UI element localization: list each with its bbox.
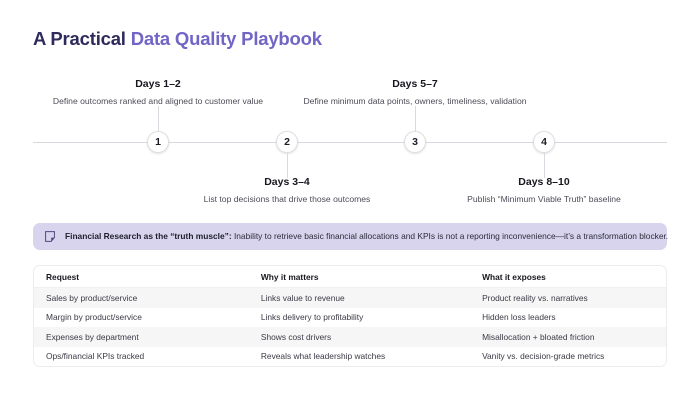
timeline-step-1-description: Define outcomes ranked and aligned to cu… bbox=[52, 96, 264, 106]
table-cell-request: Expenses by department bbox=[34, 327, 249, 347]
column-header-what-it-exposes: What it exposes bbox=[470, 266, 666, 288]
timeline-step-3-days: Days 5–7 bbox=[392, 78, 438, 90]
timeline-step-4-description: Publish “Minimum Viable Truth” baseline bbox=[467, 194, 621, 204]
timeline-step-2-marker[interactable]: 2 bbox=[276, 131, 298, 153]
table-row[interactable]: Expenses by department Shows cost driver… bbox=[34, 327, 666, 347]
timeline: Days 1–2 Define outcomes ranked and alig… bbox=[0, 78, 700, 204]
table-cell-why: Links delivery to profitability bbox=[248, 307, 471, 327]
callout-text: Financial Research as the “truth muscle”… bbox=[65, 232, 668, 240]
table-row[interactable]: Ops/financial KPIs tracked Reveals what … bbox=[34, 346, 666, 366]
page-title-strong: A Practical bbox=[33, 28, 126, 49]
table-cell-request: Sales by product/service bbox=[34, 287, 249, 308]
timeline-step-2-text: Days 3–4 List top decisions that drive t… bbox=[122, 176, 452, 204]
table-row[interactable]: Margin by product/service Links delivery… bbox=[34, 307, 666, 327]
timeline-step-3-text: Days 5–7 Define minimum data points, own… bbox=[250, 78, 580, 106]
timeline-step-3-description: Define minimum data points, owners, time… bbox=[303, 96, 527, 106]
column-header-request: Request bbox=[34, 266, 249, 288]
timeline-step-3-stem bbox=[415, 106, 416, 131]
callout-banner: Financial Research as the “truth muscle”… bbox=[33, 223, 668, 250]
timeline-step-2-description: List top decisions that drive those outc… bbox=[203, 194, 371, 204]
note-icon bbox=[45, 231, 55, 242]
table-cell-exposes: Hidden loss leaders bbox=[470, 307, 666, 327]
table-cell-exposes: Misallocation + bloated friction bbox=[470, 327, 666, 347]
callout-lead: Financial Research as the “truth muscle”… bbox=[65, 231, 232, 242]
table-cell-why: Shows cost drivers bbox=[248, 327, 471, 347]
timeline-step-4-marker[interactable]: 4 bbox=[533, 131, 555, 153]
column-header-why-it-matters: Why it matters bbox=[248, 266, 471, 288]
table-cell-exposes: Vanity vs. decision-grade metrics bbox=[470, 346, 666, 366]
timeline-step-1-days: Days 1–2 bbox=[135, 78, 181, 90]
page-title: A Practical Data Quality Playbook bbox=[33, 28, 322, 50]
callout-body: Inability to retrieve basic financial al… bbox=[231, 231, 669, 242]
table-cell-request: Margin by product/service bbox=[34, 307, 249, 327]
timeline-step-3-marker[interactable]: 3 bbox=[404, 131, 426, 153]
timeline-step-1-stem bbox=[158, 106, 159, 131]
table-cell-why: Links value to revenue bbox=[248, 287, 471, 308]
timeline-step-1-marker[interactable]: 1 bbox=[147, 131, 169, 153]
timeline-step-4-days: Days 8–10 bbox=[518, 176, 570, 188]
table-header-row: Request Why it matters What it exposes bbox=[34, 266, 666, 288]
table-row[interactable]: Sales by product/service Links value to … bbox=[34, 287, 666, 308]
table-cell-why: Reveals what leadership watches bbox=[248, 346, 471, 366]
timeline-step-2-days: Days 3–4 bbox=[264, 176, 310, 188]
timeline-step-1-text: Days 1–2 Define outcomes ranked and alig… bbox=[0, 78, 323, 106]
timeline-step-4-text: Days 8–10 Publish “Minimum Viable Truth”… bbox=[379, 176, 700, 204]
requests-table: Request Why it matters What it exposes S… bbox=[33, 265, 667, 367]
table-cell-request: Ops/financial KPIs tracked bbox=[34, 346, 249, 366]
timeline-step-4-stem bbox=[544, 153, 545, 178]
page-title-accent: Data Quality Playbook bbox=[125, 28, 322, 49]
timeline-step-2-stem bbox=[287, 153, 288, 178]
table-cell-exposes: Product reality vs. narratives bbox=[470, 287, 666, 308]
timeline-axis bbox=[33, 142, 667, 143]
